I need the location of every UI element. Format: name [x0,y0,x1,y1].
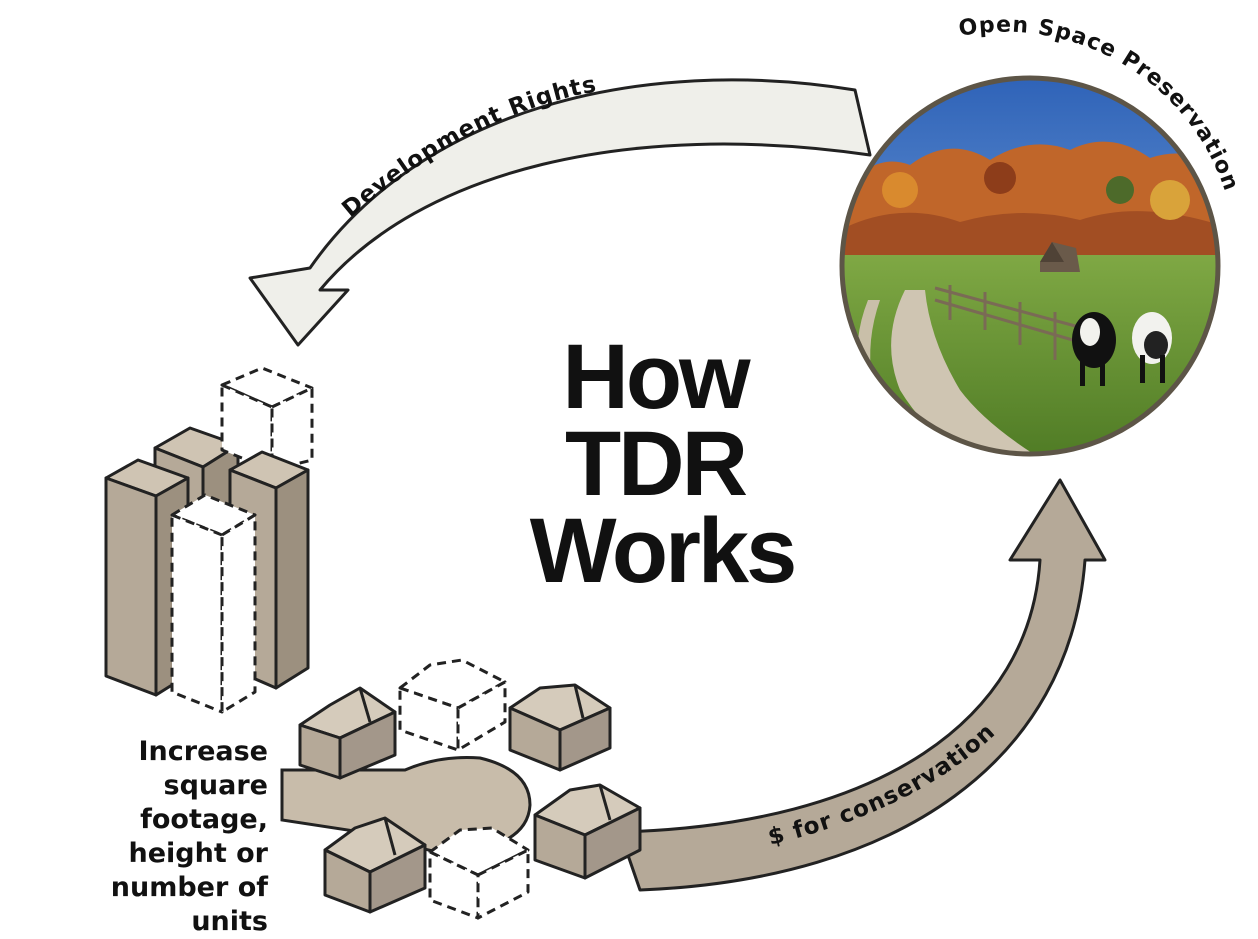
house-dashed-2 [428,826,530,920]
caption-line-5: units [191,906,268,937]
title-line-2: TDR [565,413,747,515]
caption-line-4: number of [110,872,268,903]
title-line-1: How [562,326,751,428]
caption-line-1: Increase [138,736,268,767]
barn [1040,242,1080,272]
building-dashed-front [170,493,257,714]
house-solid-1 [298,686,397,780]
caption-line-2: square footage, [140,770,268,835]
fence [934,285,1091,360]
bottom-arrow-shape [618,478,1107,892]
development-rights-arrow: Development Rights [248,71,872,347]
cow-left [1072,312,1116,386]
tall-buildings [104,366,314,714]
house-dashed-1 [398,658,507,752]
cow-right [1132,312,1172,383]
house-solid-2 [508,683,612,772]
house-solid-3 [533,783,642,880]
density-caption: Increase square footage, height or numbe… [60,735,268,939]
building-dashed-top [220,366,314,472]
house-solid-4 [323,816,427,914]
photo-frame [839,75,1221,457]
title-line-3: Works [530,500,795,602]
open-space-photo [839,75,1221,457]
diagram-title: How TDR Works [530,326,798,602]
houses [298,658,642,920]
caption-line-3: height or [128,838,268,869]
top-arrow-shape [248,78,872,347]
